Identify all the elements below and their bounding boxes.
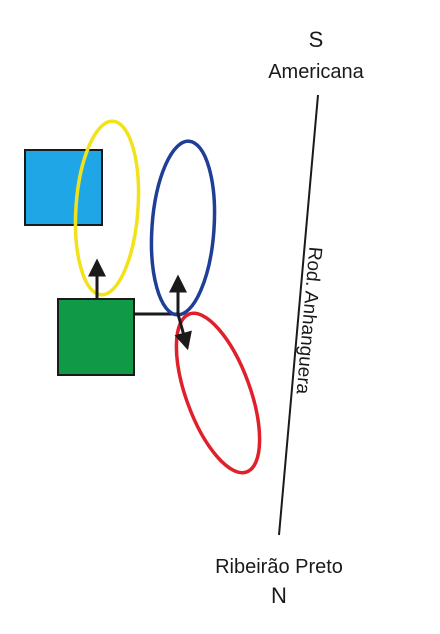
road-name-label: Rod. Anhanguera: [292, 246, 326, 396]
north-letter: N: [271, 583, 287, 608]
blue-ellipse: [149, 139, 217, 317]
green-square: [57, 298, 135, 376]
yellow-ellipse: [73, 119, 141, 297]
arrow-down-right: [174, 313, 192, 351]
south-city-label: Americana: [268, 61, 364, 83]
blue-square: [24, 149, 103, 226]
north-city-label: Ribeirão Preto: [215, 556, 343, 578]
road-line: [278, 94, 319, 536]
south-letter: S: [309, 27, 324, 52]
red-ellipse: [174, 311, 262, 475]
